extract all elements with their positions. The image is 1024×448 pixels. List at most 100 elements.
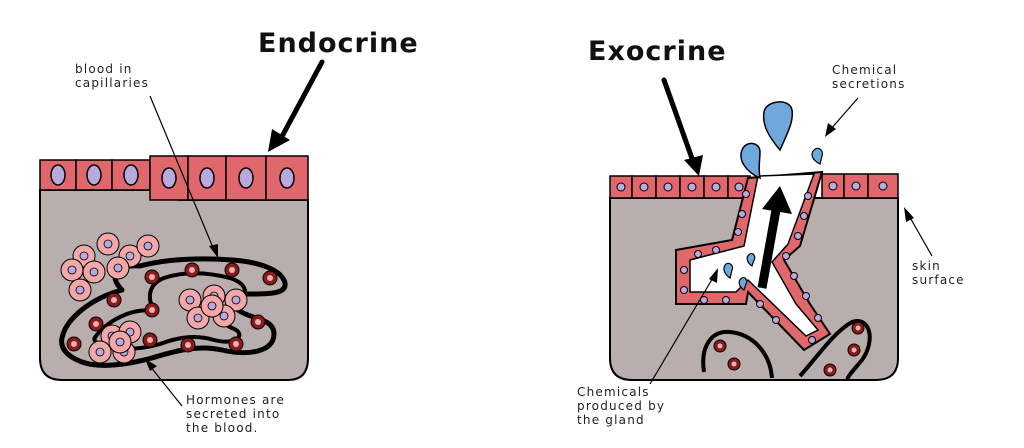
blood-cell [142,332,158,348]
blood-in-capillaries-label: blood in capillaries [75,62,149,90]
blood-cell [144,269,160,285]
gland-cell-nucleus [756,300,764,308]
hormone-producing-cell [178,288,202,312]
epithelial-cell [265,155,309,201]
endocrine-title-arrow [268,59,325,152]
hormone-producing-cell [224,288,248,312]
skin-label-line-1: skin [912,259,941,273]
chemical-droplets [723,101,823,291]
blood-cell [144,302,160,318]
chemicals-label-line-2: produced by [577,399,665,413]
surface-cell [631,175,657,199]
endocrine-title: Endocrine [258,28,419,59]
exocrine-title-arrow [661,77,703,176]
surface-cell [703,175,729,199]
surface-cell [843,173,869,199]
gland-cell-nucleus [722,296,730,304]
droplet [811,147,823,165]
gland-cell-nucleus [680,266,688,274]
hormone-producing-cell [106,256,130,280]
epithelial-cell [75,159,113,191]
blood-cell [250,314,266,330]
endocrine-epithelium [39,155,309,201]
blood-cell [228,336,244,352]
droplet [746,253,756,267]
gland-cell-nucleus [794,232,802,240]
gland-cell-nucleus [790,272,798,280]
secretions-label-line-1: Chemical [832,63,897,77]
exocrine-panel: Exocrine [577,36,965,427]
hormones-label-line-2: secreted into [186,407,280,421]
chemicals-label-pointer [649,268,718,385]
blood-cell [88,316,104,332]
exocrine-capillary-left [701,329,774,379]
epithelial-cell [187,155,227,201]
gland-cell-nucleus [738,210,746,218]
blood-cell [847,343,861,357]
hormones-label-line-3: the blood. [186,421,259,435]
secretion-arrow [757,186,792,289]
blood-cell [180,337,196,353]
skin-label-pointer [904,207,933,257]
surface-cell [867,173,899,199]
blood-cell [851,321,865,335]
gland-cell-nucleus [808,336,816,344]
epithelial-cell [149,155,189,201]
gland-cell-nucleus [800,212,808,220]
epithelial-cell [225,155,267,201]
gland-cell-nucleus [802,292,810,300]
droplet [723,262,734,279]
gland-cell-nucleus [782,252,790,260]
hormones-label-pointer [145,359,183,407]
gland-cell-nucleus [694,250,702,258]
secretions-label-line-2: secretions [832,77,906,91]
hormone-producing-cell [96,232,120,256]
chemicals-label-line-1: Chemicals [577,385,650,399]
gland-cell-nuclei [680,190,822,344]
hormone-producing-cell [82,260,106,284]
gland-cell-nucleus [804,192,812,200]
gland-cell-nucleus [680,286,688,294]
gland-cell-nucleus [742,190,750,198]
secretions-label-pointer [825,97,859,137]
hormone-producing-cell [60,258,84,282]
gland-cell-nucleus [712,246,720,254]
surface-cell [679,175,705,199]
blood-label-line-1: blood in [75,62,133,76]
chemicals-label-line-3: the gland [577,413,645,427]
blood-cell [224,262,240,278]
endocrine-gland-cells [60,232,248,364]
blood-label-pointer [149,95,218,258]
blood-cell [184,262,200,278]
skin-surface-label: skin surface [912,259,965,287]
gland-cell-nucleus [814,314,822,322]
hormone-producing-cell [136,234,160,258]
surface-cell [821,173,845,199]
skin-label-line-2: surface [912,273,965,287]
gland-cell-nucleus [772,316,780,324]
epithelial-cell [111,159,151,191]
blood-cell [823,363,837,377]
surface-cell [609,175,633,199]
droplet [740,142,762,180]
endocrine-panel: Endocrine blood in capillaries Hormones … [39,28,419,435]
blood-cell [262,270,278,286]
exocrine-epithelium [609,173,899,199]
droplet [738,277,748,291]
exocrine-capillary-right [798,319,872,382]
surface-cell [655,175,681,199]
endocrine-blood-cells [66,262,278,353]
blood-cell [106,292,122,308]
blood-cell [66,336,82,352]
gland-cell-nucleus [700,296,708,304]
blood-cell [727,357,741,371]
gland-cell-nucleus [734,228,742,236]
chemical-secretions-label: Chemical secretions [832,63,906,91]
hormones-label-line-1: Hormones are [186,393,285,407]
hormone-producing-cell [200,294,224,318]
chemicals-produced-label: Chemicals produced by the gland [577,385,670,427]
blood-cell [713,339,727,353]
blood-label-line-2: capillaries [75,76,149,90]
exocrine-title: Exocrine [588,36,727,67]
